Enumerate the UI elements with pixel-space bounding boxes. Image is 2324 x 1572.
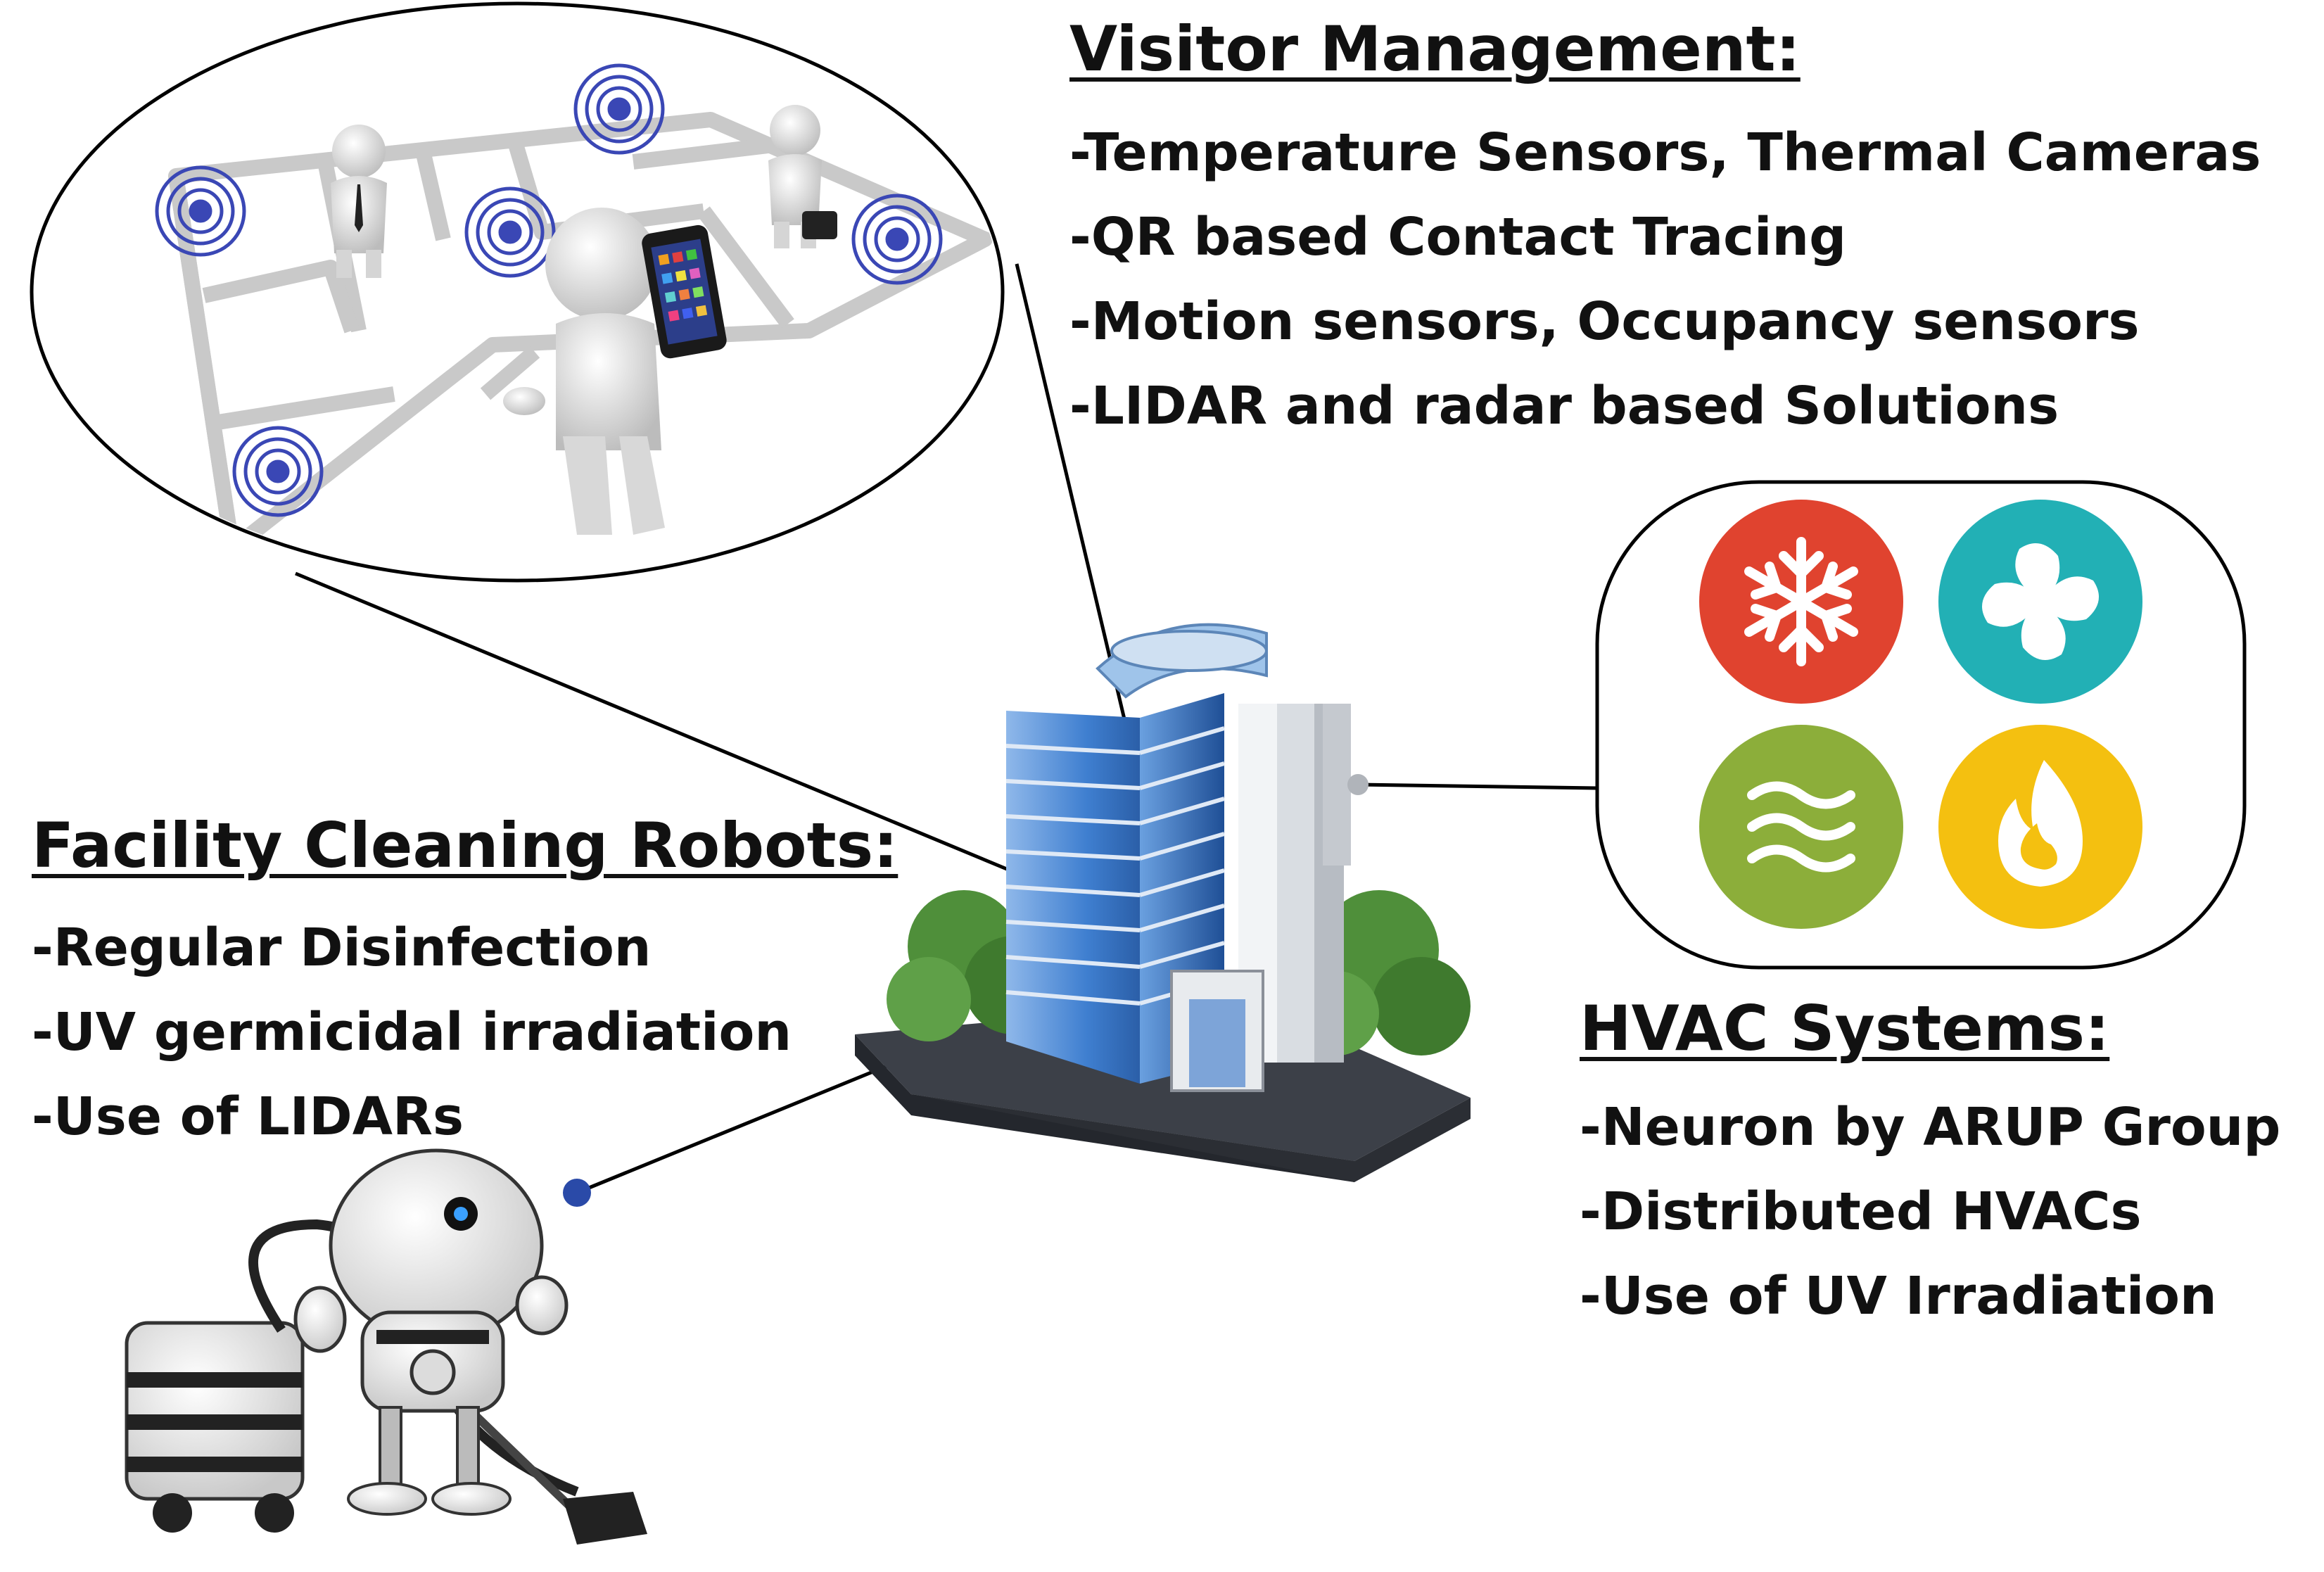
- facility-cleaning-heading: Facility Cleaning Robots:: [32, 809, 899, 882]
- person-with-phone: [503, 208, 727, 535]
- flame-icon: [1938, 725, 2142, 929]
- visitor-management-heading: Visitor Management:: [1069, 13, 1801, 85]
- airflow-waves-icon: [1699, 725, 1903, 929]
- facility-cleaning-item: -UV germicidal irradiation: [32, 1002, 792, 1063]
- hvac-heading: HVAC Systems:: [1580, 992, 2110, 1065]
- smart-building-illustration: [855, 623, 1471, 1182]
- hvac-item: -Neuron by ARUP Group: [1580, 1097, 2281, 1158]
- sensor-icon: [464, 186, 556, 278]
- smartphone-icon: [642, 224, 727, 359]
- hvac-icon-panel: [1595, 480, 2247, 970]
- visitor-management-item: -Temperature Sensors, Thermal Cameras: [1069, 122, 2261, 183]
- fan-icon: [1938, 500, 2142, 704]
- connector-dot: [563, 1179, 591, 1207]
- sensor-icon: [232, 426, 324, 517]
- sensor-icon: [573, 63, 665, 155]
- hvac-item: -Use of UV Irradiation: [1580, 1266, 2217, 1326]
- cleaning-robot-illustration: [125, 1148, 647, 1545]
- facility-cleaning-item: -Use of LIDARs: [32, 1086, 464, 1147]
- floor-plan-illustration: [30, 1, 1005, 583]
- visitor-management-item: -Motion sensors, Occupancy sensors: [1069, 291, 2140, 352]
- hvac-item: -Distributed HVACs: [1580, 1181, 2142, 1242]
- snowflake-icon: [1699, 500, 1903, 704]
- facility-cleaning-item: -Regular Disinfection: [32, 918, 652, 978]
- visitor-management-item: -LIDAR and radar based Solutions: [1069, 376, 2059, 436]
- visitor-management-item: -QR based Contact Tracing: [1069, 207, 1847, 267]
- person-figure: [331, 125, 387, 278]
- sensor-icon: [155, 165, 246, 257]
- sensor-icon: [851, 194, 943, 285]
- person-figure: [768, 105, 837, 248]
